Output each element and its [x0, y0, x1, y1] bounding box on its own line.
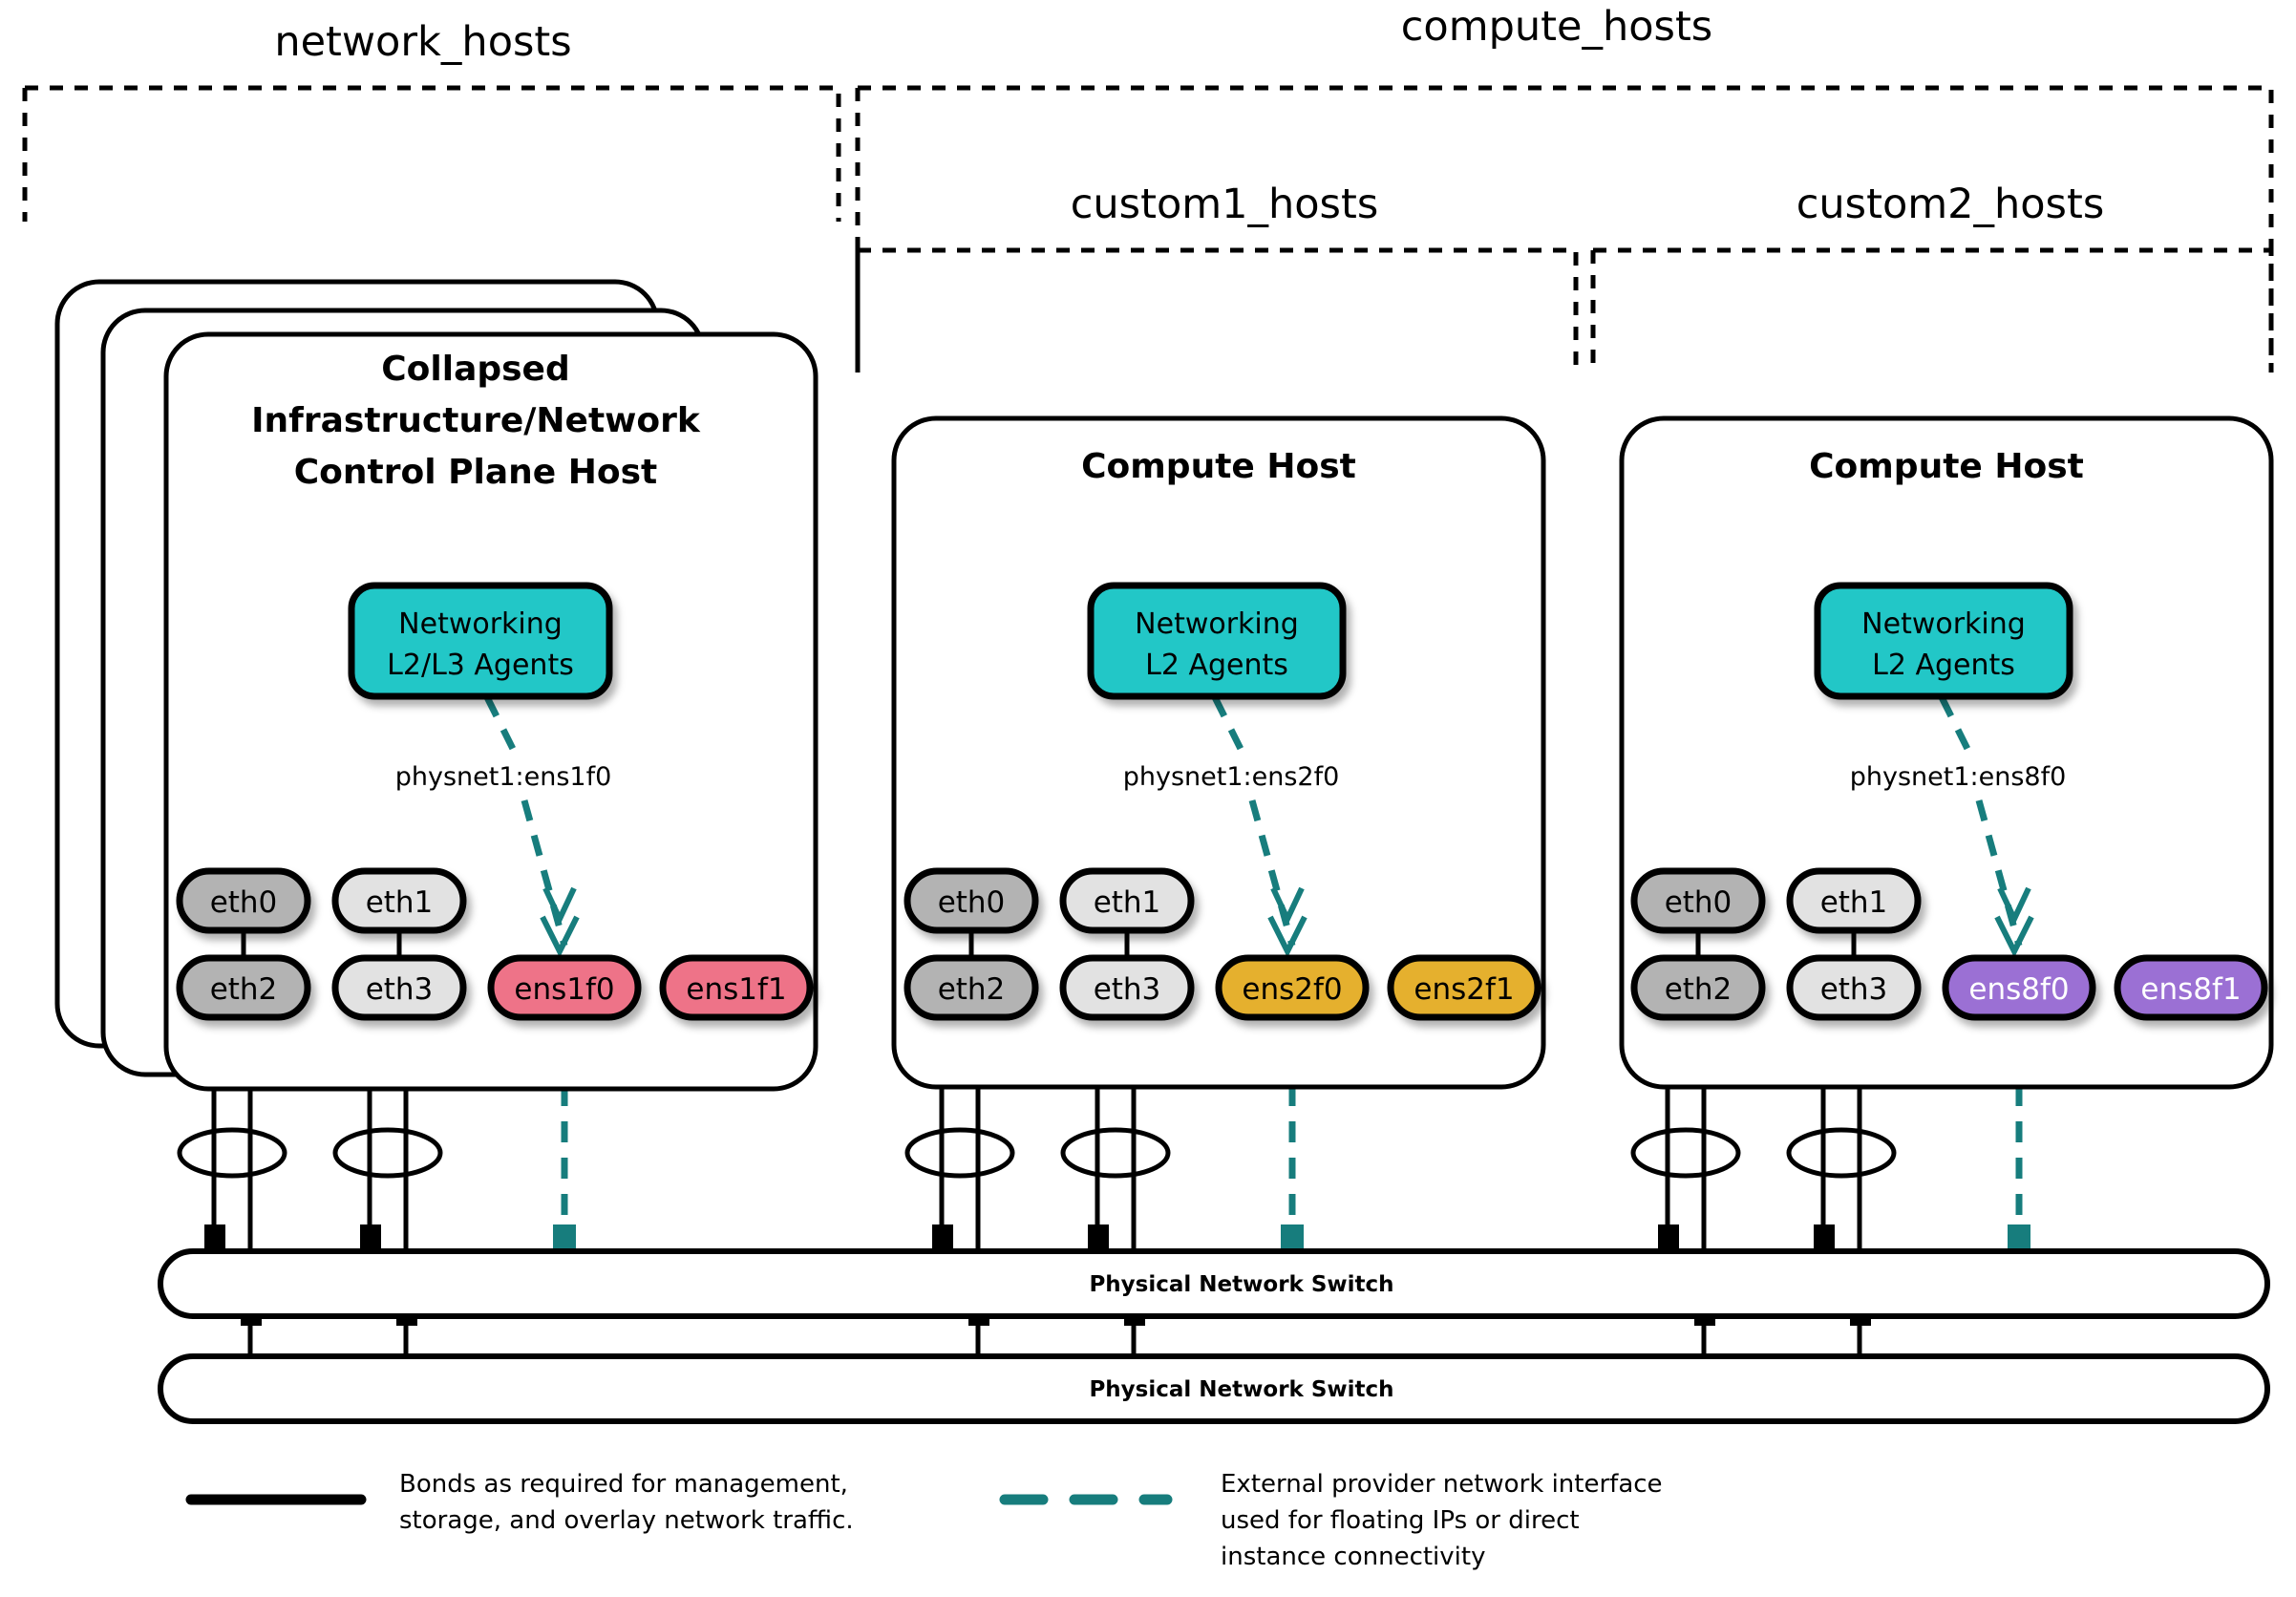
host-title-line: Compute Host: [1809, 447, 2084, 486]
host-compute-host-1[interactable]: Compute Host physnet1:ens2f0 Networking …: [891, 415, 1546, 1090]
arrow-chevron-icon: [542, 886, 577, 926]
bond-ellipse: [332, 1127, 443, 1179]
host-compute-host-2[interactable]: Compute Host physnet1:ens8f0 Networking …: [1619, 415, 2274, 1090]
group-box-compute-hosts: [855, 85, 2274, 373]
physnet-label: physnet1:ens2f0: [1123, 762, 1340, 792]
arrow-chevron-icon: [1267, 915, 1307, 958]
host-title-line: Control Plane Host: [294, 453, 657, 492]
nic-eth1[interactable]: [331, 867, 467, 934]
agent-box[interactable]: [348, 582, 613, 700]
group-label-custom2-hosts: custom2_hosts: [1796, 181, 2104, 228]
legend-text-line: storage, and overlay network traffic.: [399, 1506, 854, 1535]
host-title-line: Compute Host: [1081, 447, 1356, 486]
nic-eth2[interactable]: [1630, 954, 1766, 1021]
legend-item-bond: Bonds as required for management, storag…: [185, 1470, 854, 1535]
nic-label: eth0: [938, 885, 1006, 920]
nic-label: eth1: [1820, 885, 1888, 920]
provider-link-segment: [483, 695, 520, 756]
legend-text-line: used for floating IPs or direct: [1221, 1506, 1580, 1535]
switch-1[interactable]: Physical Network Switch: [158, 1248, 2270, 1319]
group-label-custom1-hosts: custom1_hosts: [1071, 181, 1378, 228]
switch-bar: [158, 1248, 2270, 1319]
agent-label-line: Networking: [1861, 607, 2026, 641]
physnet-label: physnet1:ens8f0: [1850, 762, 2067, 792]
provider-link-segment: [1211, 695, 1247, 756]
nic-eth3[interactable]: [1786, 954, 1922, 1021]
nic-label: eth3: [366, 972, 434, 1007]
group-network-hosts: network_hosts: [22, 18, 841, 222]
arrow-chevron-icon: [1994, 915, 2034, 958]
agent-box[interactable]: [1087, 582, 1347, 700]
bond-ellipse: [1630, 1127, 1741, 1179]
agent-label-line: L2 Agents: [1872, 649, 2015, 682]
group-label-compute-hosts: compute_hosts: [1401, 3, 1712, 51]
switch-label: Physical Network Switch: [1089, 1377, 1393, 1402]
nic-label: ens1f0: [514, 972, 614, 1007]
group-box-custom2-hosts: [1590, 247, 2274, 373]
arrow-chevron-icon: [1997, 886, 2031, 926]
arrow-chevron-icon: [1270, 886, 1305, 926]
legend-text-line: instance connectivity: [1221, 1543, 1485, 1571]
nic-ens2f1[interactable]: [1387, 954, 1541, 1021]
nic-label: ens2f1: [1414, 972, 1514, 1007]
bond-ellipse: [1786, 1127, 1897, 1179]
host-title-line: Infrastructure/Network: [251, 401, 701, 440]
group-compute-hosts: compute_hosts: [855, 3, 2274, 373]
group-custom1-hosts: custom1_hosts: [855, 181, 1579, 373]
host-card: [1619, 415, 2274, 1090]
legend-text-line: Bonds as required for management,: [399, 1470, 848, 1499]
host-card: [891, 415, 1546, 1090]
nic-eth3[interactable]: [331, 954, 467, 1021]
nic-label: ens8f1: [2140, 972, 2241, 1007]
nic-eth0[interactable]: [1630, 867, 1766, 934]
agent-box[interactable]: [1814, 582, 2073, 700]
agent-label-line: L2/L3 Agents: [387, 649, 574, 682]
bond-ellipse: [904, 1127, 1015, 1179]
host-title-line: Collapsed: [381, 350, 570, 389]
agent-label-line: Networking: [398, 607, 563, 641]
bond-ellipse: [177, 1127, 287, 1179]
nic-ens2f0[interactable]: [1215, 954, 1370, 1021]
nic-label: eth1: [1094, 885, 1161, 920]
group-box-custom1-hosts: [855, 247, 1579, 373]
agent-label-line: L2 Agents: [1145, 649, 1288, 682]
nic-label: eth0: [210, 885, 278, 920]
arrow-chevron-icon: [540, 915, 580, 958]
nic-ens1f1[interactable]: [659, 954, 814, 1021]
nic-eth1[interactable]: [1059, 867, 1195, 934]
nic-label: ens8f0: [1968, 972, 2069, 1007]
nic-label: eth0: [1665, 885, 1733, 920]
switch-bar: [158, 1353, 2270, 1424]
nic-label: ens1f1: [686, 972, 786, 1007]
nic-ens8f0[interactable]: [1942, 954, 2096, 1021]
agent-label-line: Networking: [1135, 607, 1299, 641]
nic-label: eth1: [366, 885, 434, 920]
nic-label: eth2: [938, 972, 1006, 1007]
nic-eth2[interactable]: [904, 954, 1039, 1021]
nic-eth3[interactable]: [1059, 954, 1195, 1021]
group-label-network-hosts: network_hosts: [274, 18, 571, 66]
nic-eth0[interactable]: [904, 867, 1039, 934]
nic-label: eth2: [210, 972, 278, 1007]
nic-label: eth2: [1665, 972, 1733, 1007]
nic-ens1f0[interactable]: [487, 954, 642, 1021]
nic-label: eth3: [1820, 972, 1888, 1007]
legend: Bonds as required for management, storag…: [185, 1470, 1663, 1571]
switch-label: Physical Network Switch: [1089, 1272, 1393, 1297]
nic-label: ens2f0: [1242, 972, 1342, 1007]
group-custom2-hosts: custom2_hosts: [1590, 181, 2274, 373]
provider-link-segment: [1938, 695, 1974, 756]
nic-eth0[interactable]: [176, 867, 311, 934]
physnet-label: physnet1:ens1f0: [395, 762, 612, 792]
bond-ellipse: [1060, 1127, 1171, 1179]
nic-eth1[interactable]: [1786, 867, 1922, 934]
group-box-network-hosts: [22, 85, 841, 222]
nic-ens8f1[interactable]: [2114, 954, 2268, 1021]
nic-label: eth3: [1094, 972, 1161, 1007]
legend-item-provider: External provider network interface used…: [999, 1470, 1663, 1571]
host-network-host[interactable]: Collapsed Infrastructure/Network Control…: [54, 279, 818, 1092]
nic-eth2[interactable]: [176, 954, 311, 1021]
switch-2[interactable]: Physical Network Switch: [158, 1353, 2270, 1424]
legend-text-line: External provider network interface: [1221, 1470, 1663, 1499]
